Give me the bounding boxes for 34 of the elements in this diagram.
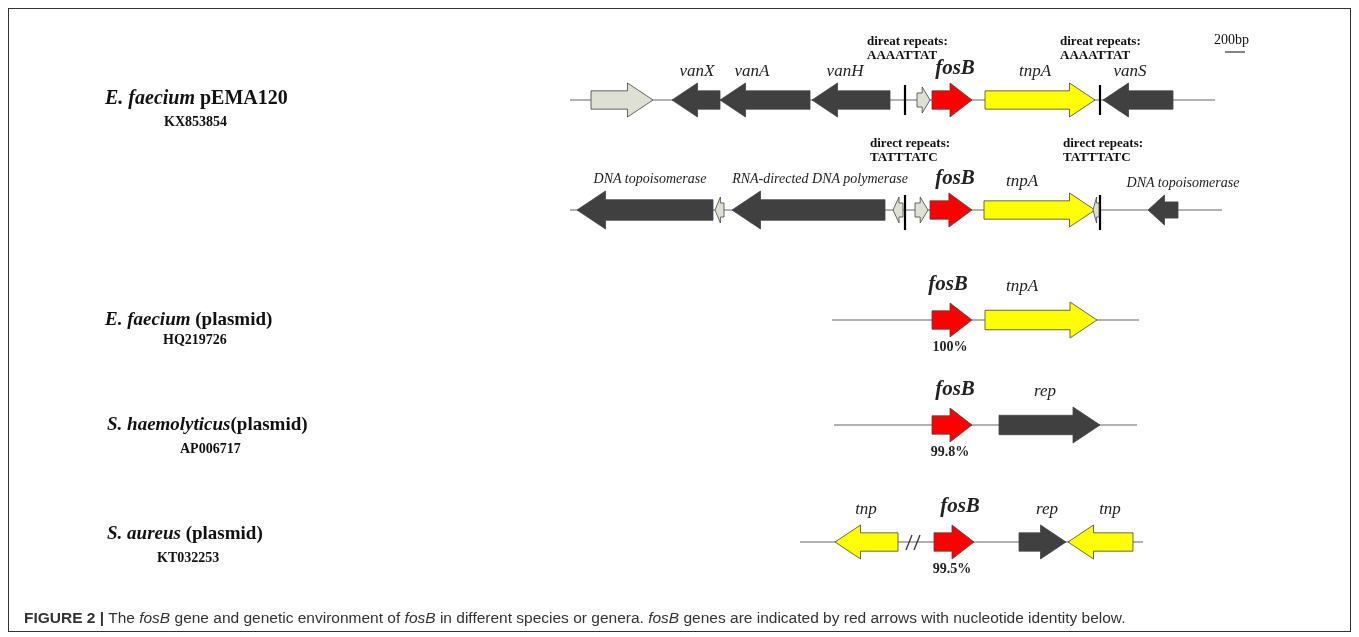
repeat-label: direct repeats: TATTTATC [1063,136,1145,165]
gene-label: vanX [679,61,715,81]
identity-percent: 99.8% [930,444,970,460]
gene-label: fosB [935,378,975,398]
species-label: S. haemolyticus(plasmid) [107,414,308,435]
gene-label: tnp [1099,499,1121,519]
gene-label: vanA [734,61,770,81]
accession-label: KX853854 [164,114,227,130]
repeat-label: direct repeats: TATTTATC [870,136,952,165]
species-label: E. faecium (plasmid) [105,309,273,330]
gene-label: fosB [940,495,980,515]
scale-label: 200bp [1214,32,1249,48]
gene-label: vanH [826,61,864,81]
gene-label: rep [1034,381,1056,401]
gene-label: vanS [1113,61,1147,81]
accession-label: HQ219726 [163,332,227,348]
identity-percent: 100% [932,339,968,355]
gene-label: rep [1036,499,1058,519]
accession-label: AP006717 [180,441,241,457]
species-label: S. aureus (plasmid) [107,523,263,544]
accession-label: KT032253 [157,550,220,566]
gene-label: tnpA [1005,276,1039,296]
identity-percent: 99.5% [932,561,972,577]
gene-label: fosB [935,167,975,187]
gene-label: DNA topoisomerase [1126,174,1240,192]
gene-label: RNA-directed DNA polymerase [732,170,908,188]
species-label: E. faecium pEMA120 [105,86,288,108]
gene-label: tnpA [1018,61,1052,81]
gene-label: tnp [855,499,877,519]
gene-label: DNA topoisomerase [593,170,707,188]
gene-label: tnpA [1005,171,1039,191]
gene-label: fosB [928,273,968,293]
figure-caption: FIGURE 2 | The fosB gene and genetic environment of fosB in different species or genera. fosB genes are indicated by red arrows with nucleotide identity below. [24,609,1126,627]
repeat-label: direat repeats: AAAATTAT [1060,34,1142,63]
